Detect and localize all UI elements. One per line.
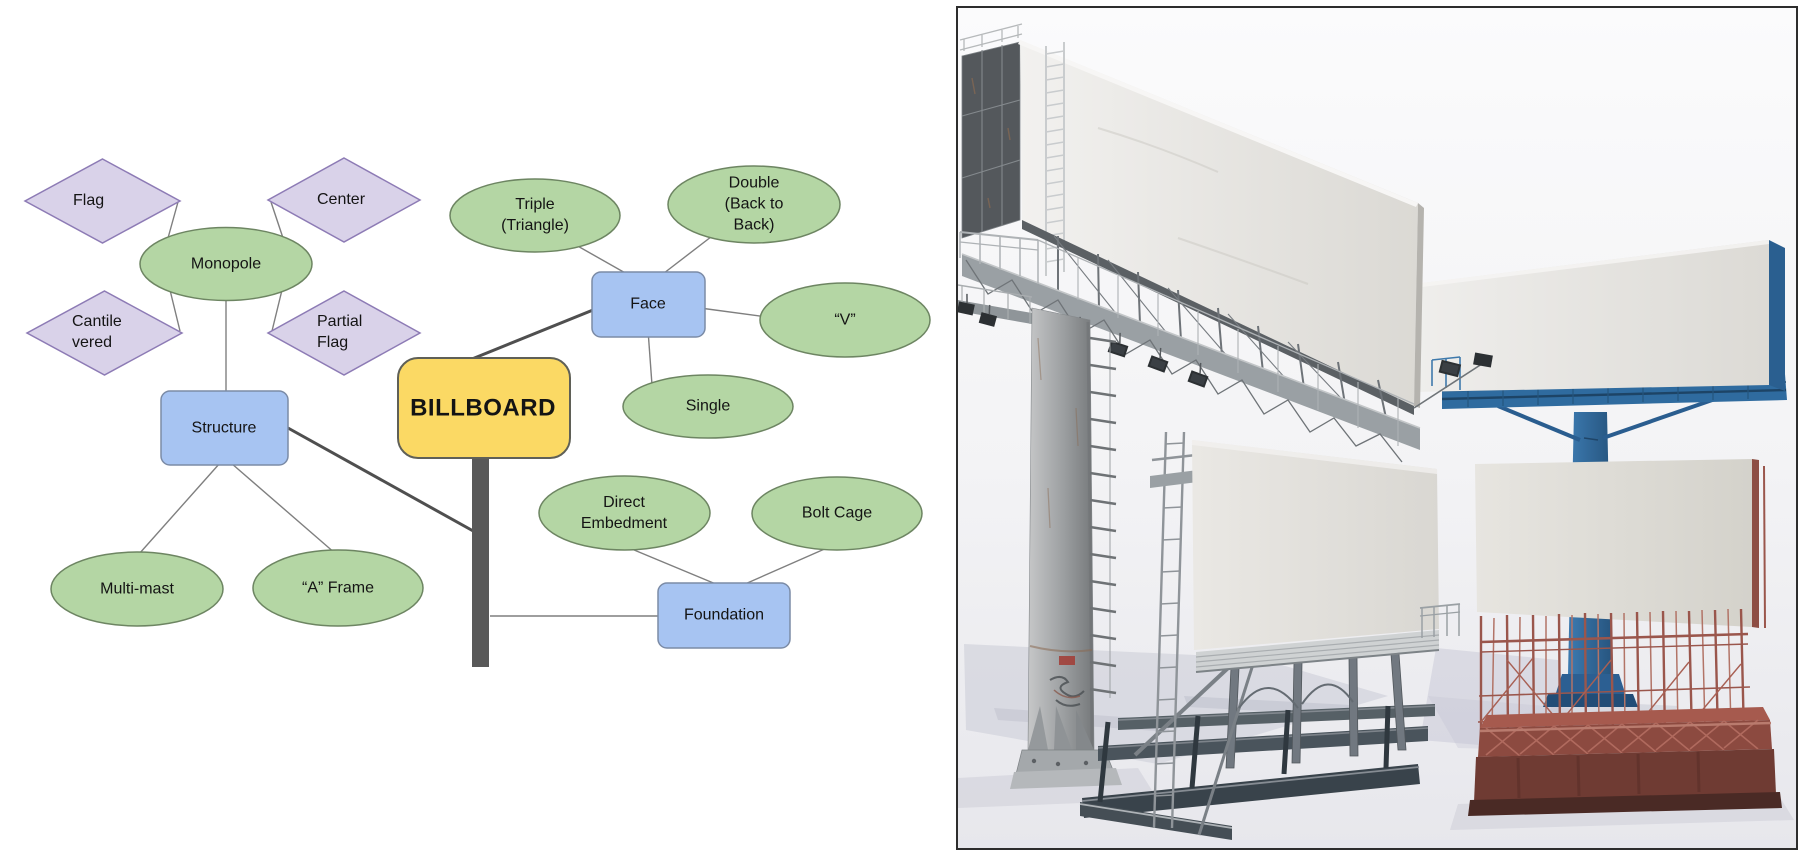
node-cantilevered-shape — [25, 290, 184, 376]
node-partial-flag-label: Partial Flag — [317, 313, 363, 351]
billboard-monopole — [958, 23, 1493, 789]
node-monopole-label: Monopole — [190, 255, 262, 273]
node-bolt-cage-label: Bolt Cage — [801, 504, 873, 522]
trestle-ladder — [1151, 431, 1197, 829]
node-multi-mast-label: Multi-mast — [100, 580, 174, 598]
billboard-bolt-cage — [1468, 459, 1782, 816]
photo-scene — [958, 23, 1794, 840]
diagram-canvas — [23, 157, 931, 667]
node-double-shape — [667, 165, 841, 244]
node-double-label: Double (Back to Back) — [724, 174, 784, 234]
edge-cantilevered-monopole — [169, 289, 181, 332]
edge-structure-billboard — [287, 426, 485, 539]
node-v-label: “V” — [834, 311, 856, 329]
node-foundation-shape — [657, 582, 791, 649]
billboard-multi-mast — [1079, 431, 1461, 840]
node-single-label: Single — [685, 397, 731, 415]
node-cantilevered-label: Cantile vered — [72, 313, 122, 351]
edge-structure-multimast — [138, 462, 221, 555]
node-direct-embedment-label: Direct Embedment — [580, 494, 668, 532]
node-face-shape — [591, 271, 706, 338]
node-flag-shape — [23, 158, 182, 244]
edge-center-monopole — [270, 201, 284, 239]
edge-structure-aframe — [230, 462, 337, 555]
node-structure-shape — [160, 390, 289, 466]
node-triple-shape — [449, 178, 621, 253]
node-flag-label: Flag — [73, 192, 105, 209]
node-billboard-label: BILLBOARD — [410, 394, 556, 422]
node-multi-mast-shape — [50, 551, 224, 627]
billboard-pole-glyph — [472, 457, 489, 667]
node-direct-embedment-shape — [538, 475, 711, 551]
node-bolt-cage-shape — [751, 476, 923, 551]
node-billboard-shape — [397, 357, 571, 459]
trestle-railing — [1419, 603, 1461, 638]
billboard-taxonomy-diagram: Flag Center Cantile vered Partial Flag M… — [23, 157, 931, 667]
node-center-label: Center — [317, 191, 366, 208]
node-triple-label: Triple (Triangle) — [501, 196, 569, 234]
edge-flag-monopole — [167, 201, 179, 239]
edge-partialflag-monopole — [271, 289, 283, 332]
node-foundation-label: Foundation — [683, 606, 765, 624]
node-single-shape — [622, 374, 794, 439]
node-monopole-shape — [139, 226, 313, 302]
diagram-shapes — [23, 157, 931, 649]
billboard-render-photo — [956, 6, 1798, 850]
node-partial-flag-shape — [266, 290, 422, 376]
node-center-shape — [266, 157, 422, 243]
node-structure-label: Structure — [191, 419, 257, 437]
node-face-label: Face — [630, 295, 666, 313]
node-v-shape — [759, 282, 931, 358]
edge-face-single — [647, 329, 653, 386]
node-a-frame-label: “A” Frame — [302, 579, 374, 597]
node-a-frame-shape — [252, 549, 424, 627]
